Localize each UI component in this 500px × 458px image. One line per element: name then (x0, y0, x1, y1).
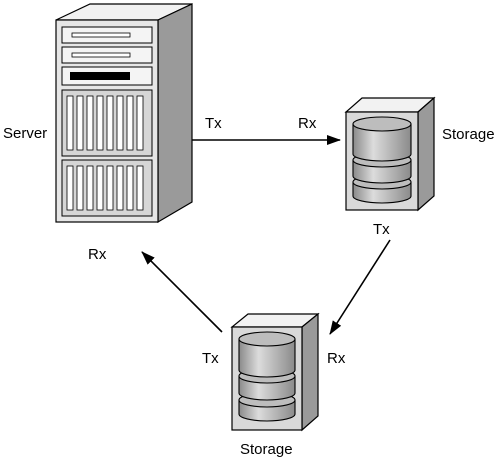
server-label: Server (3, 125, 47, 142)
tx-label-storage-bottom: Tx (202, 350, 219, 367)
storage-right-icon (344, 96, 436, 212)
rx-label-server: Rx (88, 246, 107, 263)
rx-label-storage-right: Rx (298, 115, 317, 132)
tx-label-server: Tx (205, 115, 222, 132)
storage-bottom-icon (230, 312, 320, 432)
rx-label-storage-bottom: Rx (327, 350, 346, 367)
tx-label-storage-right: Tx (373, 221, 390, 238)
server-icon (55, 3, 193, 224)
link-storage-bottom-to-server (141, 251, 223, 333)
storage-bottom-label: Storage (240, 441, 293, 458)
storage-right-label: Storage (442, 126, 495, 143)
link-storage-right-to-storage-bottom (329, 239, 391, 335)
